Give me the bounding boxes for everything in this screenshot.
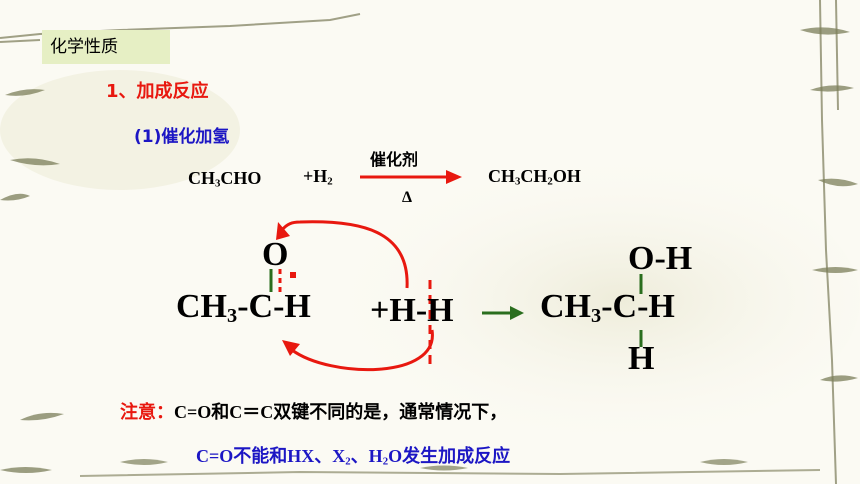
hydrogen-molecule: +H-H	[370, 292, 454, 329]
lower-curved-arrow	[291, 329, 434, 372]
equation-product: CH3CH2OH	[488, 166, 581, 188]
carbonyl-oxygen: O	[262, 236, 289, 273]
red-dot	[290, 272, 296, 278]
product-bottom-hydrogen: H	[628, 340, 655, 377]
product-oh-group: O-H	[628, 240, 693, 277]
upper-arrowhead	[276, 222, 290, 240]
equation-reactant-2: +H2	[303, 166, 333, 188]
leaf-decoration-right	[800, 27, 858, 382]
section-tag: 化学性质	[42, 30, 170, 64]
note-label: 注意：	[120, 402, 174, 423]
equation-reactant-1: CH3CHO	[188, 168, 262, 190]
leaf-decoration-bottom	[120, 459, 748, 471]
note-text-1: C=O和C＝C双键不同的是，通常情况下，	[174, 402, 508, 422]
lower-arrowhead	[282, 340, 300, 356]
upper-curved-arrow	[280, 220, 409, 289]
section-title: 1、加成反应	[106, 81, 209, 102]
catalyst-label: 催化剂	[370, 150, 419, 169]
ethanol-structure: CH3-C-H	[540, 288, 675, 328]
product-arrowhead	[510, 306, 524, 320]
heat-condition: Δ	[402, 189, 413, 206]
subsection-title: (1)催化加氢	[134, 127, 230, 147]
top-bamboo-border	[0, 13, 361, 43]
right-bamboo-border	[819, 0, 839, 484]
bottom-bamboo-border	[79, 469, 821, 477]
leaf-decoration-left	[0, 89, 64, 473]
acetaldehyde-structure: CH3-C-H	[176, 288, 311, 328]
note-line-2: C=O不能和HX、X2、H2O发生加成反应	[196, 446, 511, 468]
reaction-arrow	[360, 170, 462, 184]
note-line-1: 注意：C=O和C＝C双键不同的是，通常情况下，	[120, 398, 507, 424]
